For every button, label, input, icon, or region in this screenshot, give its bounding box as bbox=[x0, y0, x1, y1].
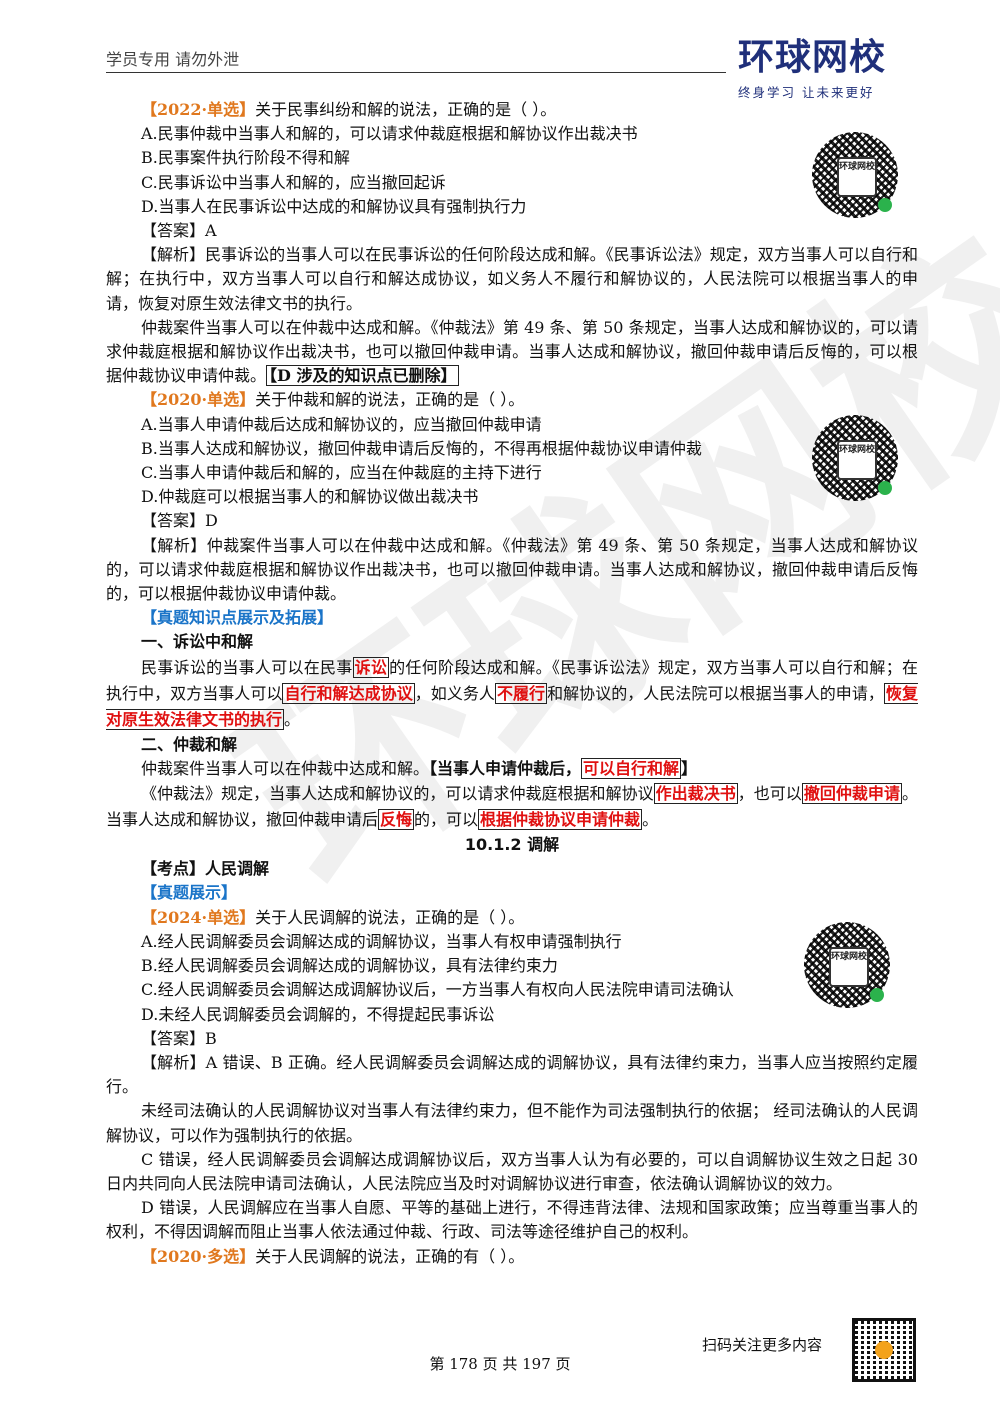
knowledge-title: 【真题知识点展示及拓展】 bbox=[141, 608, 334, 628]
option: D.当事人在民事诉讼中达成的和解协议具有强制执行力 bbox=[141, 196, 527, 216]
kaodian-heading: 【考点】人民调解 bbox=[141, 859, 270, 879]
qr-logo-icon bbox=[875, 1341, 893, 1359]
section-title: 10.1.2 调解 bbox=[464, 835, 560, 855]
zhenti-heading: 【真题展示】 bbox=[141, 883, 238, 903]
miniprogram-qr-2: 环球网校 bbox=[812, 415, 898, 501]
question-stem: 【2022·单选】关于民事纠纷和解的说法，正确的是（ ）。 bbox=[141, 100, 557, 119]
miniprogram-icon bbox=[878, 198, 892, 212]
keyword-highlight: 作出裁决书 bbox=[653, 783, 738, 805]
option: B.经人民调解委员会调解达成的调解协议，具有法律约束力 bbox=[141, 956, 558, 976]
option: A.当事人申请仲裁后达成和解协议的，应当撤回仲裁申请 bbox=[141, 414, 542, 434]
analysis: D 错误，人民调解应在当事人自愿、平等的基础上进行，不得违背法律、法规和国家政策… bbox=[106, 1198, 918, 1242]
scan-prompt: 扫码关注更多内容 bbox=[702, 1336, 823, 1354]
question-stem: 【2020·单选】关于仲裁和解的说法，正确的是（ ）。 bbox=[141, 390, 525, 410]
answer: 【答案】A bbox=[141, 221, 217, 241]
page-number: 第 178 页 共 197 页 bbox=[429, 1355, 571, 1373]
miniprogram-icon bbox=[878, 481, 892, 495]
analysis: 【解析】A 错误、B 正确。经人民调解委员会调解达成的调解协议，具有法律约束力，… bbox=[106, 1052, 918, 1097]
answer: 【答案】D bbox=[141, 511, 218, 531]
knowledge-heading: 一、诉讼中和解 bbox=[141, 632, 254, 652]
logo-slogan: 终身学习 让未来更好 bbox=[738, 85, 875, 100]
miniprogram-qr-3: 环球网校 bbox=[804, 922, 890, 1008]
option: D.仲裁庭可以根据当事人的和解协议做出裁决书 bbox=[141, 487, 479, 507]
question-stem: 【2020·多选】关于人民调解的说法，正确的有（ ）。 bbox=[141, 1246, 525, 1266]
question-tag: 【2022·单选】 bbox=[141, 100, 256, 119]
analysis: 【解析】仲裁案件当事人可以在仲裁中达成和解。《仲裁法》第 49 条、第 50 条… bbox=[106, 535, 918, 604]
wechat-qr-code bbox=[852, 1318, 916, 1382]
keyword-highlight: 反悔 bbox=[378, 809, 415, 831]
logo-text: 环球网校 bbox=[738, 37, 887, 78]
keyword-highlight: 不履行 bbox=[494, 682, 548, 704]
analysis: 【解析】民事诉讼的当事人可以在民事诉讼的任何阶段达成和解。《民事诉讼法》规定，双… bbox=[106, 245, 918, 313]
header-notice: 学员专用 请勿外泄 bbox=[106, 50, 240, 69]
option: C.当事人申请仲裁后和解的，应当在仲裁庭的主持下进行 bbox=[141, 463, 542, 483]
answer: 【答案】B bbox=[141, 1028, 217, 1048]
option: A.经人民调解委员会调解达成的调解协议，当事人有权申请强制执行 bbox=[141, 931, 622, 951]
header-divider bbox=[106, 72, 726, 73]
miniprogram-icon bbox=[870, 988, 884, 1002]
knowledge-paragraph: 民事诉讼的当事人可以在民事诉讼的任何阶段达成和解。《民事诉讼法》规定，双方当事人… bbox=[106, 656, 918, 730]
deleted-note: 【D 涉及的知识点已删除】 bbox=[266, 365, 460, 387]
question-tag: 【2020·单选】 bbox=[141, 390, 256, 410]
document-body: 【2022·单选】关于民事纠纷和解的说法，正确的是（ ）。 A.民事仲裁中当事人… bbox=[106, 98, 918, 1269]
keyword-highlight: 根据仲裁协议申请仲裁 bbox=[478, 809, 643, 831]
option: B.当事人达成和解协议，撤回仲裁申请后反悔的，不得再根据仲裁协议申请仲裁 bbox=[141, 438, 702, 458]
keyword-highlight: 撤回仲裁申请 bbox=[801, 783, 902, 805]
keyword-highlight: 恢复对原生效法律文书的执行 bbox=[106, 682, 918, 730]
keyword-highlight: 诉讼 bbox=[352, 656, 390, 678]
brand-logo: 环球网校 终身学习 让未来更好 bbox=[738, 38, 918, 101]
analysis: 仲裁案件当事人可以在仲裁中达成和解。《仲裁法》第 49 条、第 50 条规定，当… bbox=[106, 317, 918, 387]
knowledge-heading: 二、仲裁和解 bbox=[141, 734, 238, 754]
option: A.民事仲裁中当事人和解的，可以请求仲裁庭根据和解协议作出裁决书 bbox=[141, 124, 638, 144]
option: C.民事诉讼中当事人和解的，应当撤回起诉 bbox=[141, 172, 446, 192]
question-tag: 【2020·多选】 bbox=[141, 1246, 256, 1266]
qr-center-label: 环球网校 bbox=[837, 157, 877, 197]
question-tag: 【2024·单选】 bbox=[141, 907, 256, 927]
knowledge-paragraph: 《仲裁法》规定，当事人达成和解协议的，可以请求仲裁庭根据和解协议作出裁决书，也可… bbox=[106, 783, 918, 831]
option: C.经人民调解委员会调解达成调解协议后，一方当事人有权向人民法院申请司法确认 bbox=[141, 980, 734, 1000]
qr-center-label: 环球网校 bbox=[837, 440, 877, 480]
knowledge-paragraph: 仲裁案件当事人可以在仲裁中达成和解。【当事人申请仲裁后，可以自行和解】 bbox=[141, 757, 698, 779]
keyword-highlight: 自行和解达成协议 bbox=[282, 682, 415, 704]
qr-center-label: 环球网校 bbox=[829, 947, 869, 987]
analysis: 未经司法确认的人民调解协议对当事人有法律约束力，但不能作为司法强制执行的依据； … bbox=[106, 1101, 918, 1145]
question-stem: 【2024·单选】关于人民调解的说法，正确的是（ ）。 bbox=[141, 907, 525, 927]
option: B.民事案件执行阶段不得和解 bbox=[141, 148, 350, 168]
option: D.未经人民调解委员会调解的，不得提起民事诉讼 bbox=[141, 1004, 495, 1024]
analysis: C 错误，经人民调解委员会调解达成调解协议后，双方当事人认为有必要的，可以自调解… bbox=[106, 1149, 918, 1193]
keyword-highlight: 可以自行和解 bbox=[581, 757, 682, 779]
miniprogram-qr-1: 环球网校 bbox=[812, 132, 898, 218]
